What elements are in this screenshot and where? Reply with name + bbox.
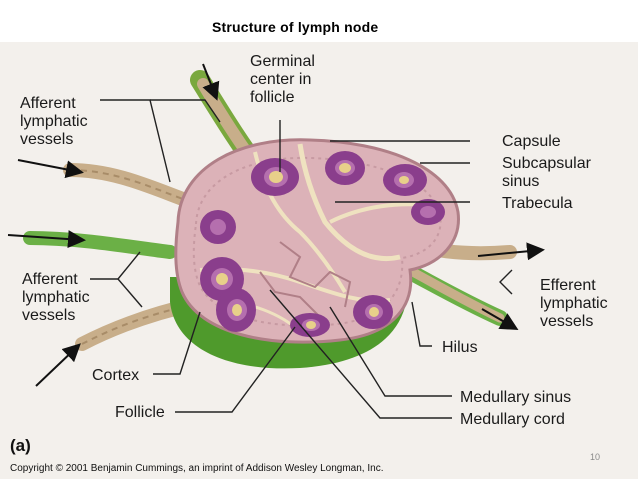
copyright-notice: Copyright © 2001 Benjamin Cummings, an i…	[10, 463, 383, 474]
follicle-7	[216, 288, 256, 332]
lymph-node-diagram: Afferent lymphatic vessels Germinal cent…	[7, 53, 612, 474]
label-follicle: Follicle	[115, 404, 165, 421]
arrow-efferent-upper	[477, 242, 545, 261]
label-cortex: Cortex	[92, 367, 139, 384]
label-afferent-top: Afferent lymphatic vessels	[20, 95, 92, 148]
arrow-afferent-left-1	[17, 159, 84, 179]
arrow-efferent-lower	[481, 308, 519, 330]
label-subcapsular-sinus: Subcapsular sinus	[502, 155, 595, 190]
follicle-2	[325, 151, 365, 185]
follicle-8	[290, 313, 330, 337]
follicle-4	[411, 199, 445, 225]
follicle-9	[353, 295, 393, 329]
arrow-afferent-left-2	[7, 230, 86, 249]
label-medullary-cord: Medullary cord	[460, 411, 565, 428]
label-afferent-bottom: Afferent lymphatic vessels	[22, 271, 94, 324]
arrow-afferent-bottom	[35, 343, 81, 387]
label-efferent: Efferent lymphatic vessels	[540, 277, 612, 330]
label-capsule: Capsule	[502, 133, 561, 150]
figure-panel: Afferent lymphatic vessels Germinal cent…	[0, 42, 638, 479]
label-trabecula: Trabecula	[502, 195, 573, 212]
label-germinal-center: Germinal center in follicle	[250, 53, 319, 106]
follicle-5	[200, 210, 236, 244]
page-number: 10	[590, 452, 600, 462]
panel-letter: (a)	[10, 436, 31, 455]
label-hilus: Hilus	[442, 339, 478, 356]
afferent-vessel-left-2	[23, 231, 177, 259]
leader-lines	[90, 99, 513, 419]
slide-title: Structure of lymph node	[212, 19, 379, 35]
arrow-afferent-top	[202, 63, 220, 101]
follicle-3	[383, 164, 427, 196]
follicle-1	[251, 158, 299, 196]
label-medullary-sinus: Medullary sinus	[460, 389, 571, 406]
flow-arrows	[7, 63, 545, 387]
